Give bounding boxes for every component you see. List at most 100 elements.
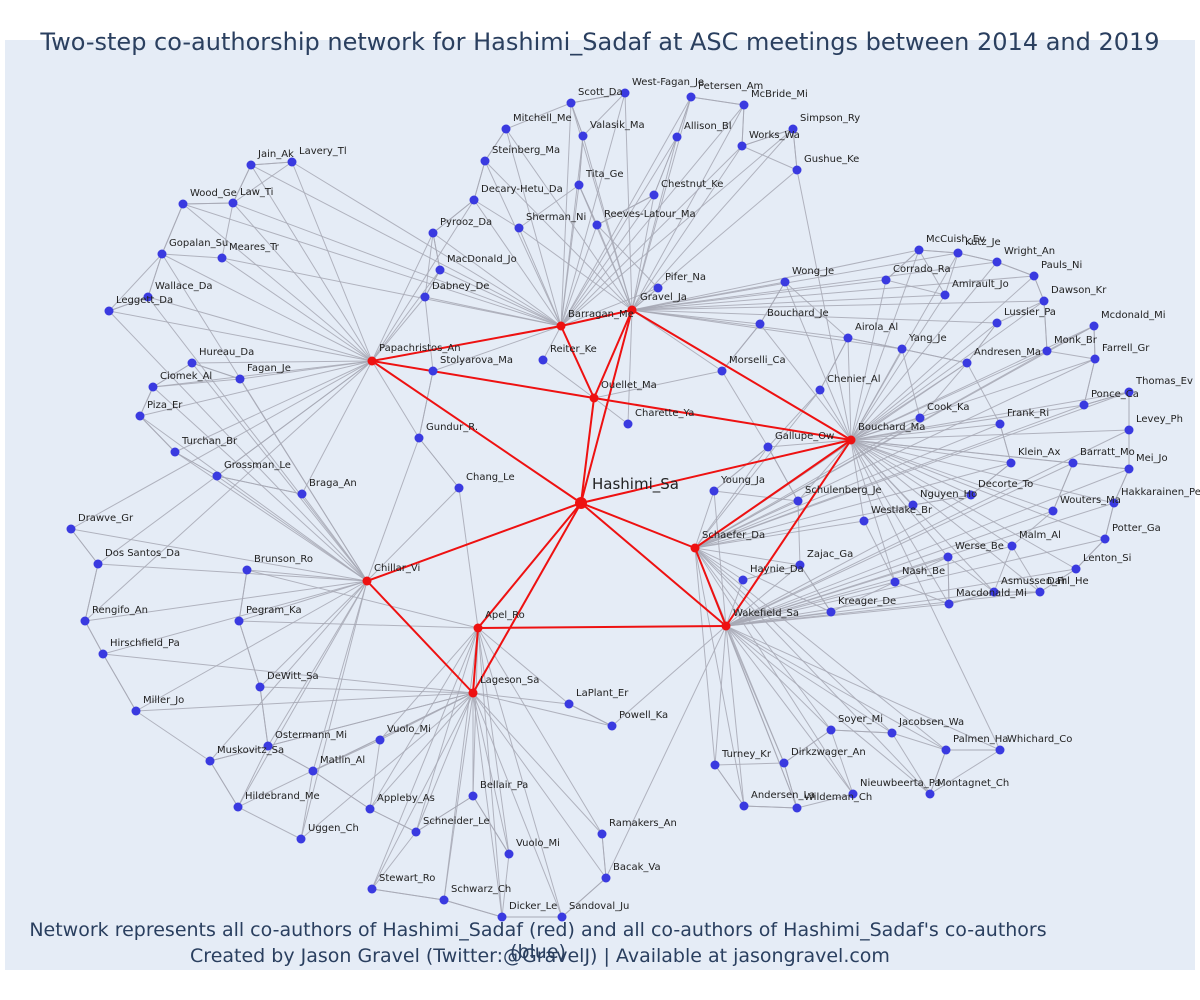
second-step-node-morselli-ca[interactable] <box>717 366 727 376</box>
second-step-node-soyer-mi[interactable] <box>826 725 836 735</box>
second-step-node-decorte-to[interactable] <box>966 490 976 500</box>
second-step-node-cook-ka[interactable] <box>915 413 925 423</box>
coauthor-node-apel-ro[interactable] <box>473 623 483 633</box>
second-step-node-wouters-ma[interactable] <box>1048 506 1058 516</box>
second-step-node-asmussen-fr[interactable] <box>989 587 999 597</box>
second-step-node-bellair-pa[interactable] <box>468 791 478 801</box>
coauthor-node-lageson-sa[interactable] <box>468 688 478 698</box>
second-step-node-decary-hetu-da[interactable] <box>469 195 479 205</box>
coauthor-node-chillar-vi[interactable] <box>362 576 372 586</box>
coauthor-node-ouellet-ma[interactable] <box>589 393 599 403</box>
second-step-node-allison-bl[interactable] <box>672 132 682 142</box>
second-step-node-works-wa[interactable] <box>737 141 747 151</box>
second-step-node-scott-da[interactable] <box>566 98 576 108</box>
second-step-node-farrell-gr[interactable] <box>1090 354 1100 364</box>
second-step-node-nieuwbeerta-pa[interactable] <box>848 789 858 799</box>
second-step-node-schwarz-ch[interactable] <box>439 895 449 905</box>
second-step-node-schulenberg-je[interactable] <box>793 496 803 506</box>
second-step-node-law-ti[interactable] <box>228 198 238 208</box>
second-step-node-wildeman-ch[interactable] <box>792 803 802 813</box>
second-step-node-barratt-mo[interactable] <box>1068 458 1078 468</box>
second-step-node-hildebrand-me[interactable] <box>233 802 243 812</box>
second-step-node-young-ja[interactable] <box>709 486 719 496</box>
second-step-node-montagnet-ch[interactable] <box>925 789 935 799</box>
second-step-node-miller-jo[interactable] <box>131 706 141 716</box>
second-step-node-lavery-tl[interactable] <box>287 157 297 167</box>
second-step-node-stewart-ro[interactable] <box>367 884 377 894</box>
second-step-node-andersen-la[interactable] <box>739 801 749 811</box>
second-step-node-gallupe-ow[interactable] <box>763 442 773 452</box>
second-step-node-bouchard-je[interactable] <box>755 319 765 329</box>
second-step-node-andresen-ma[interactable] <box>962 358 972 368</box>
second-step-node-matlin-al[interactable] <box>308 766 318 776</box>
second-step-node-laplant-er[interactable] <box>564 699 574 709</box>
second-step-node-monk-br[interactable] <box>1042 346 1052 356</box>
second-step-node-werse-be[interactable] <box>943 552 953 562</box>
second-step-node-corrado-ra[interactable] <box>881 275 891 285</box>
second-step-node-lenton-si[interactable] <box>1071 564 1081 574</box>
second-step-node-levey-ph[interactable] <box>1124 425 1134 435</box>
second-step-node-westlake-br[interactable] <box>859 516 869 526</box>
second-step-node-powell-ka[interactable] <box>607 721 617 731</box>
second-step-node-mei-jo[interactable] <box>1124 464 1134 474</box>
second-step-node-turney-kr[interactable] <box>710 760 720 770</box>
second-step-node-macdonald-mi[interactable] <box>944 599 954 609</box>
second-step-node-reeves-latour-ma[interactable] <box>592 220 602 230</box>
coauthor-node-papachristos-an[interactable] <box>367 356 377 366</box>
second-step-node-ciomek-al[interactable] <box>148 382 158 392</box>
second-step-node-simpson-ry[interactable] <box>788 124 798 134</box>
second-step-node-wallace-da[interactable] <box>143 292 153 302</box>
second-step-node-ostermann-mi[interactable] <box>263 741 273 751</box>
second-step-node-haynie-da[interactable] <box>738 575 748 585</box>
second-step-node-pifer-na[interactable] <box>653 283 663 293</box>
second-step-node-klein-ax[interactable] <box>1006 458 1016 468</box>
second-step-node-chenier-al[interactable] <box>815 385 825 395</box>
second-step-node-braga-an[interactable] <box>297 489 307 499</box>
second-step-node-lussier-pa[interactable] <box>992 318 1002 328</box>
second-step-node-mccuish-ev[interactable] <box>914 245 924 255</box>
second-step-node-thomas-ev[interactable] <box>1124 387 1134 397</box>
second-step-node-sherman-ni[interactable] <box>514 223 524 233</box>
second-step-node-piza-er[interactable] <box>135 411 145 421</box>
second-step-node-hakkarainen-pe[interactable] <box>1109 498 1119 508</box>
second-step-node-dewitt-sa[interactable] <box>255 682 265 692</box>
second-step-node-mcbride-mi[interactable] <box>739 100 749 110</box>
second-step-node-airola-al[interactable] <box>843 333 853 343</box>
second-step-node-charette-ya[interactable] <box>623 419 633 429</box>
second-step-node-dahl-he[interactable] <box>1035 587 1045 597</box>
second-step-node-jain-ak[interactable] <box>246 160 256 170</box>
second-step-node-nguyen-ho[interactable] <box>908 500 918 510</box>
second-step-node-turchan-br[interactable] <box>170 447 180 457</box>
second-step-node-gushue-ke[interactable] <box>792 165 802 175</box>
second-step-node-west-fagan-je[interactable] <box>620 88 630 98</box>
second-step-node-mcdonald-mi[interactable] <box>1089 321 1099 331</box>
second-step-node-ponce-ca[interactable] <box>1079 400 1089 410</box>
second-step-node-bacak-va[interactable] <box>601 873 611 883</box>
second-step-node-brunson-ro[interactable] <box>242 565 252 575</box>
second-step-node-meares-tr[interactable] <box>217 253 227 263</box>
second-step-node-kreager-de[interactable] <box>826 607 836 617</box>
second-step-node-gundur-r-[interactable] <box>414 433 424 443</box>
coauthor-node-wakefield-sa[interactable] <box>721 621 731 631</box>
second-step-node-wright-an[interactable] <box>992 257 1002 267</box>
second-step-node-reiter-ke[interactable] <box>538 355 548 365</box>
second-step-node-kutz-je[interactable] <box>953 248 963 258</box>
second-step-node-tita-ge[interactable] <box>574 180 584 190</box>
second-step-node-ramakers-an[interactable] <box>597 829 607 839</box>
second-step-node-grossman-le[interactable] <box>212 471 222 481</box>
second-step-node-steinberg-ma[interactable] <box>480 156 490 166</box>
second-step-node-nash-be[interactable] <box>890 577 900 587</box>
second-step-node-drawve-gr[interactable] <box>66 524 76 534</box>
coauthor-node-hashimi-sa[interactable] <box>575 497 587 509</box>
second-step-node-yang-je[interactable] <box>897 344 907 354</box>
second-step-node-chestnut-ke[interactable] <box>649 190 659 200</box>
second-step-node-potter-ga[interactable] <box>1100 534 1110 544</box>
second-step-node-zajac-ga[interactable] <box>795 560 805 570</box>
second-step-node-macdonald-jo[interactable] <box>435 265 445 275</box>
second-step-node-dabney-de[interactable] <box>420 292 430 302</box>
second-step-node-schneider-le[interactable] <box>411 827 421 837</box>
second-step-node-hureau-da[interactable] <box>187 358 197 368</box>
second-step-node-muskovitz-sa[interactable] <box>205 756 215 766</box>
second-step-node-rengifo-an[interactable] <box>80 616 90 626</box>
coauthor-node-gravel-ja[interactable] <box>627 305 637 315</box>
